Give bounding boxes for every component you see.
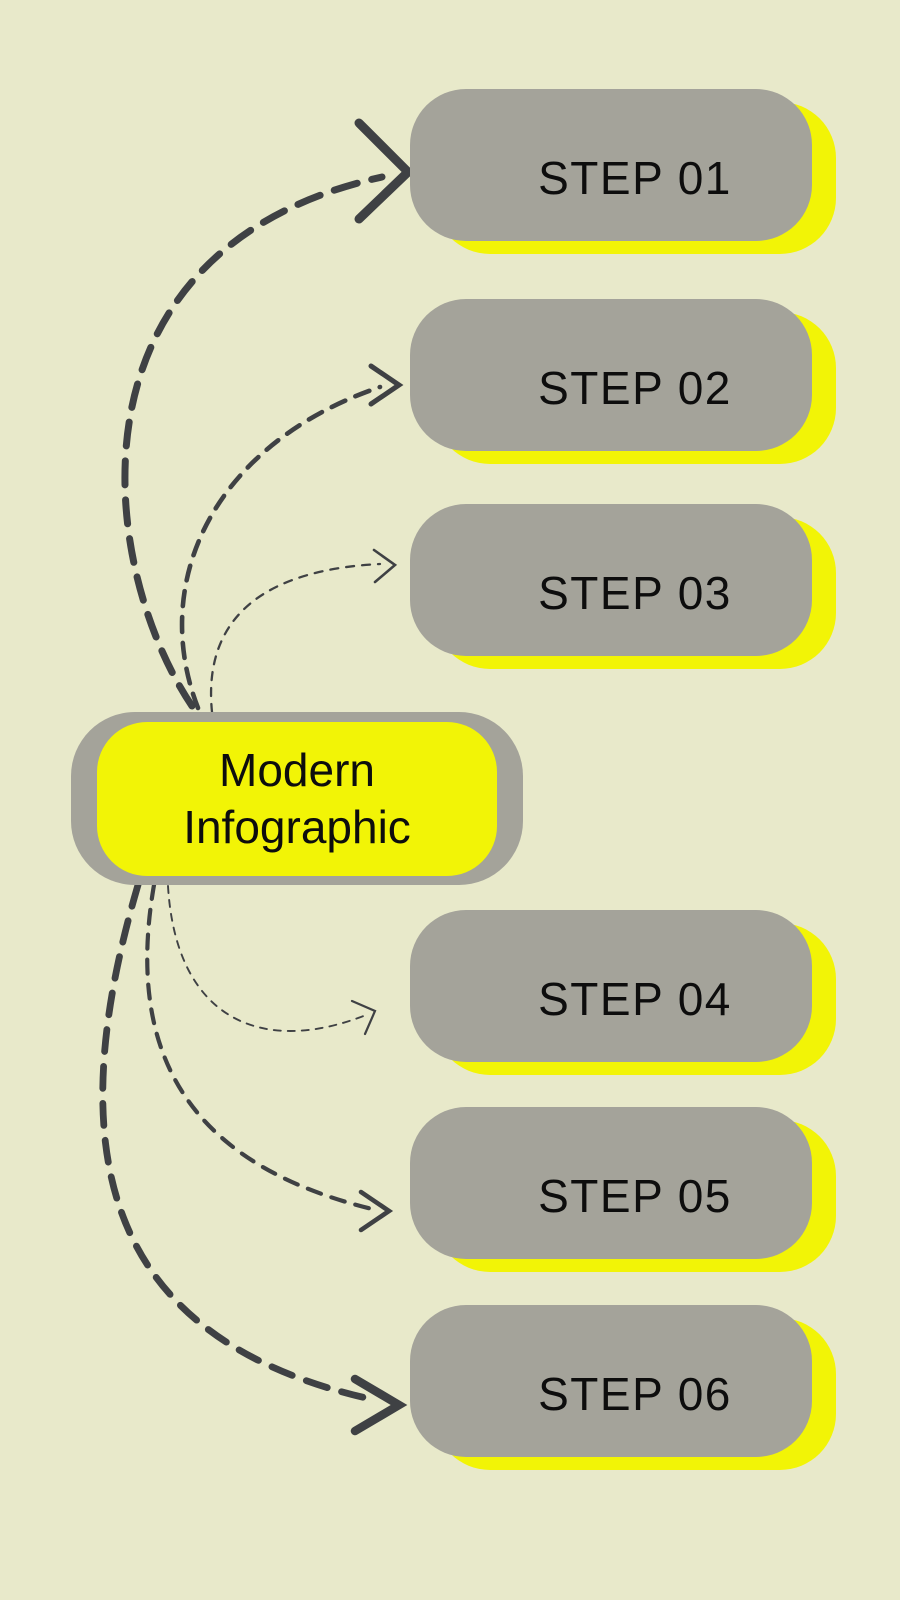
arrow-to-step-04 bbox=[167, 885, 377, 1036]
center-node-label-line1: Modern bbox=[219, 744, 375, 796]
step-label-03: STEP 03 bbox=[538, 567, 732, 619]
step-node-02: STEP 02 bbox=[434, 312, 836, 464]
step-label-04: STEP 04 bbox=[538, 973, 732, 1025]
step-label-02: STEP 02 bbox=[538, 362, 732, 414]
step-label-05: STEP 05 bbox=[538, 1170, 732, 1222]
step-node-05: STEP 05 bbox=[434, 1120, 836, 1272]
center-node-pill: Modern Infographic bbox=[97, 722, 497, 876]
arrow-to-step-05 bbox=[145, 882, 394, 1233]
center-node-label-line2: Infographic bbox=[183, 801, 411, 853]
step-node-03: STEP 03 bbox=[434, 517, 836, 669]
arrow-to-step-03 bbox=[209, 548, 398, 714]
arrow-to-step-06 bbox=[99, 881, 408, 1436]
step-label-06: STEP 06 bbox=[538, 1368, 732, 1420]
step-label-01: STEP 01 bbox=[538, 152, 732, 204]
step-node-01: STEP 01 bbox=[434, 102, 836, 254]
arrow-to-step-02 bbox=[179, 363, 404, 711]
center-node: Modern Infographic bbox=[71, 712, 523, 885]
step-node-06: STEP 06 bbox=[434, 1318, 836, 1470]
arrow-to-step-01 bbox=[121, 118, 415, 710]
step-node-04: STEP 04 bbox=[434, 923, 836, 1075]
